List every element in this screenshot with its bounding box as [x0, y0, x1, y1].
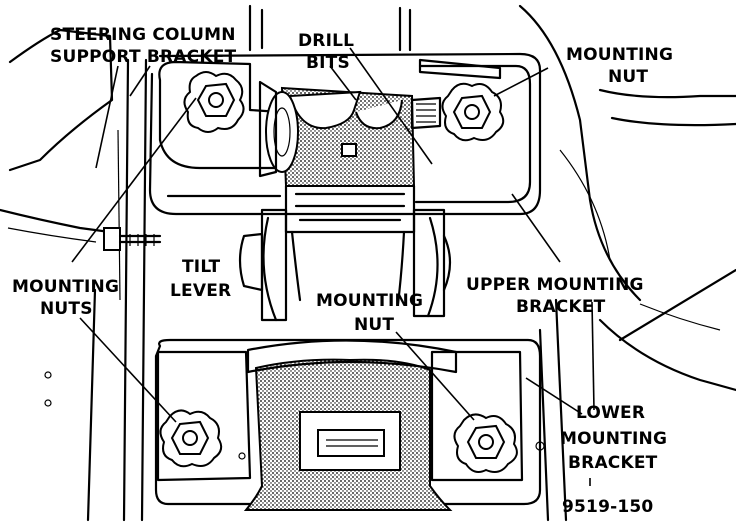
column-upper-shroud [258, 80, 416, 187]
lower-mounting-bracket [154, 338, 545, 506]
label-drill-line2: BITS [306, 53, 350, 73]
nut-lower-left [159, 409, 223, 468]
nut-upper-right [441, 82, 505, 142]
label-steering-column-line1: STEERING COLUMN [50, 25, 236, 45]
label-drill-line1: DRILL [298, 31, 354, 51]
label-lower-mounting-bracket-line3: BRACKET [568, 453, 658, 473]
label-mounting-nuts-left-line2: NUTS [40, 299, 93, 319]
label-lower-mounting-bracket-line1: LOWER [576, 403, 645, 423]
leader-lines [71, 47, 595, 486]
label-upper-mounting-bracket-line1: UPPER MOUNTING [466, 275, 644, 295]
label-tilt-lever-line2: LEVER [170, 281, 231, 301]
dash-structure [0, 4, 736, 522]
label-steering-column-line2: SUPPORT BRACKET [50, 47, 237, 67]
column-lower-shroud [243, 339, 458, 511]
label-tilt-lever-line1: TILT [182, 257, 221, 277]
label-mounting-nut-top-line2: NUT [608, 67, 648, 87]
figure-number: 9519-150 [562, 497, 653, 517]
nut-lower-right [453, 413, 518, 473]
drill-bits [410, 58, 502, 130]
tilt-mechanism [238, 184, 452, 322]
label-mounting-nut-center-line2: NUT [354, 315, 394, 335]
label-mounting-nuts-left-line1: MOUNTING [12, 277, 119, 297]
text-labels: STEERING COLUMN SUPPORT BRACKET DRILL BI… [12, 25, 673, 517]
nut-upper-left [183, 71, 245, 133]
label-mounting-nut-top-line1: MOUNTING [566, 45, 673, 65]
label-lower-mounting-bracket-line2: MOUNTING [560, 429, 667, 449]
label-upper-mounting-bracket-line2: BRACKET [516, 297, 606, 317]
label-mounting-nut-center-line1: MOUNTING [316, 291, 423, 311]
